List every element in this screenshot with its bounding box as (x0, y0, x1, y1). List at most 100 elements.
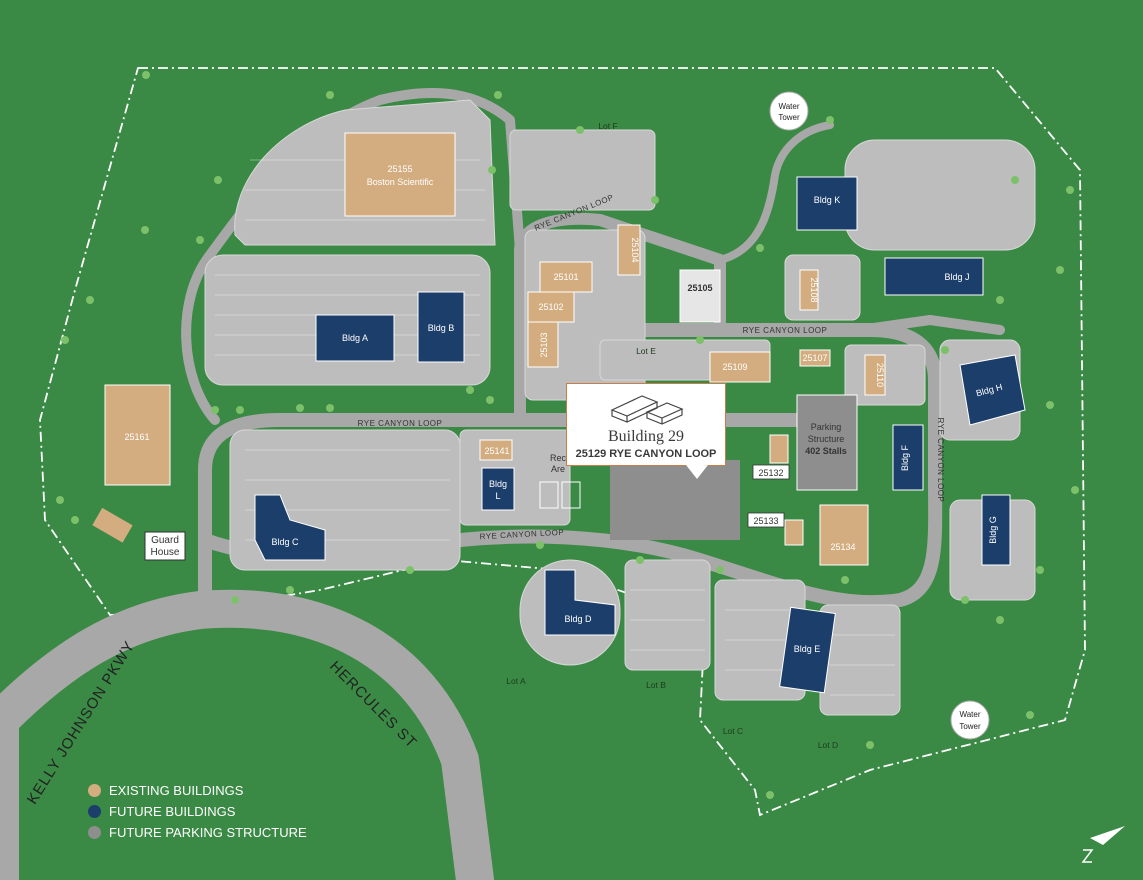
parking-lot-f (509, 129, 656, 211)
trees (56, 71, 1079, 799)
rye-canyon-loop-road (198, 413, 807, 607)
label-bldg-d: Bldg D (564, 614, 592, 624)
road-label-rye-canyon-4: RYE CANYON LOOP (743, 326, 828, 335)
water-tower-top-label-2: Tower (778, 113, 800, 122)
recreation-area (539, 481, 581, 509)
label-25133-box (747, 512, 785, 528)
guard-house-label-2: House (151, 547, 180, 558)
building-j (884, 257, 984, 296)
existing-buildings (104, 132, 886, 566)
building-e (779, 606, 836, 694)
lot-label-c: Lot C (723, 726, 743, 736)
building-g (981, 494, 1011, 566)
guard-building (92, 507, 133, 543)
building-25134 (819, 504, 869, 566)
label-bldg-f: Bldg F (900, 444, 910, 471)
label-bldg-l-2: L (495, 491, 500, 501)
building-25161 (104, 384, 171, 486)
lot-label-d: Lot D (818, 740, 838, 750)
building-b (417, 291, 465, 363)
legend-label-existing: EXISTING BUILDINGS (109, 783, 244, 798)
water-tower-bottom-label-2: Tower (959, 722, 981, 731)
parking-lot-b (624, 559, 711, 671)
label-bldg-a: Bldg A (342, 333, 368, 343)
property-boundary (39, 67, 1086, 817)
building-29-callout: Building 29 25129 RYE CANYON LOOP (566, 383, 726, 466)
north-arrow-icon (1081, 826, 1125, 863)
building-f (892, 424, 924, 491)
label-parking-structure-1: Parking (811, 422, 842, 432)
label-bldg-j: Bldg J (944, 272, 969, 282)
lot-label-a: Lot A (506, 676, 526, 686)
road-label-rye-canyon-1: RYE CANYON LOOP (358, 419, 443, 428)
legend-item-existing: EXISTING BUILDINGS (88, 780, 307, 801)
parking-rec (459, 429, 571, 526)
legend-swatch-future (88, 805, 101, 818)
building-25141 (479, 439, 513, 461)
label-25101: 25101 (553, 272, 578, 282)
parking-east-k (844, 139, 1036, 251)
building-25105 (679, 269, 721, 323)
building-25102 (527, 291, 575, 323)
legend-swatch-parking (88, 826, 101, 839)
label-25161: 25161 (124, 432, 149, 442)
legend-swatch-existing (88, 784, 101, 797)
callout-title: Building 29 (607, 428, 684, 445)
building-k (796, 176, 858, 231)
callout-pointer (686, 465, 708, 479)
label-bldg-l-1: Bldg (489, 479, 507, 489)
rec-court-1 (539, 481, 559, 509)
label-25133: 25133 (753, 516, 778, 526)
parking-structure (796, 394, 858, 491)
building-25155 (344, 132, 456, 217)
label-25134: 25134 (830, 542, 855, 552)
label-rec-1: Rec (550, 453, 567, 463)
label-25155-name: Boston Scientific (367, 177, 434, 187)
label-25132-box (752, 464, 790, 480)
label-bldg-b: Bldg B (428, 323, 455, 333)
label-25141: 25141 (484, 446, 509, 456)
label-parking-structure-2: Structure (808, 434, 845, 444)
building-25103 (527, 321, 559, 368)
label-bldg-e: Bldg E (794, 644, 821, 654)
label-25105: 25105 (687, 283, 712, 293)
water-tower-bottom-label-1: Water (959, 710, 980, 719)
building-l (481, 467, 515, 511)
building-25110 (864, 354, 886, 396)
label-bldg-c: Bldg C (271, 537, 299, 547)
building-a (315, 314, 395, 362)
label-bldg-k: Bldg K (814, 195, 841, 205)
building-25107 (799, 349, 831, 367)
label-25102: 25102 (538, 302, 563, 312)
building-25108 (799, 269, 819, 311)
northeast-road (716, 121, 834, 264)
water-tower-top-label-1: Water (778, 102, 799, 111)
building-25104 (617, 224, 641, 276)
label-parking-structure-3: 402 Stalls (805, 446, 847, 456)
map-legend: EXISTING BUILDINGS FUTURE BUILDINGS FUTU… (88, 780, 307, 843)
label-rec-2: Are (551, 464, 565, 474)
label-25107: 25107 (802, 353, 827, 363)
building-h (959, 354, 1026, 426)
label-25132: 25132 (758, 468, 783, 478)
building-25101 (539, 261, 593, 293)
future-buildings (254, 176, 1026, 694)
building-25109 (709, 351, 771, 383)
kelly-johnson-pkwy (0, 589, 494, 880)
building-25132 (769, 434, 789, 464)
guard-house-box (144, 531, 186, 561)
building-29-icon (610, 395, 684, 425)
building-c (254, 494, 326, 561)
parking-25108 (784, 254, 861, 321)
rec-court-2 (561, 481, 581, 509)
water-tower-top (769, 91, 809, 131)
building-29-footprint (610, 460, 740, 540)
lot-label-e: Lot E (636, 346, 656, 356)
legend-label-future: FUTURE BUILDINGS (109, 804, 236, 819)
lot-label-f: Lot F (598, 121, 617, 131)
label-25109: 25109 (722, 362, 747, 372)
building-d (544, 569, 616, 636)
road-label-rye-canyon-5: RYE CANYON LOOP (936, 418, 945, 503)
east-connector (855, 315, 1005, 335)
